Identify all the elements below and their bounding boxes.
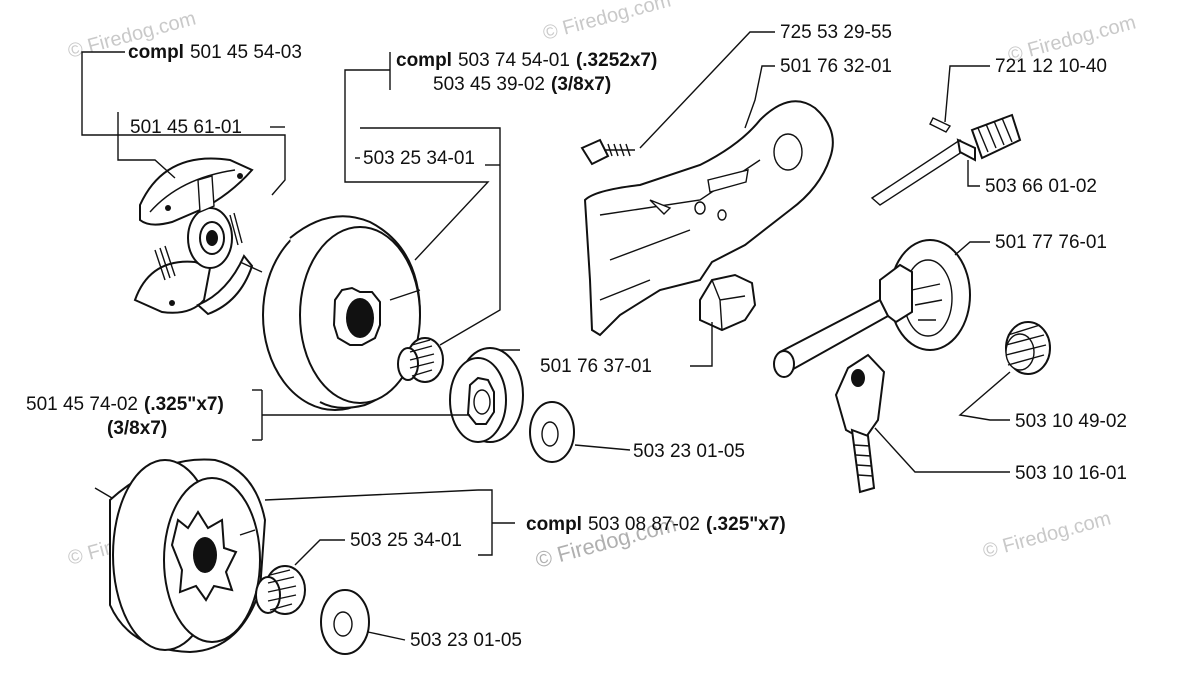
label-adjuster: 503 10 16-01 [1015,463,1127,484]
label-rim-sprocket: 501 45 74-02(.325"x7) [26,394,224,415]
label-spring: 503 10 49-02 [1015,411,1127,432]
adjuster [834,353,886,494]
leader-lines [81,31,1011,641]
rim-sprocket [449,347,524,443]
label-washer-bottom: 503 23 01-05 [410,630,522,651]
label-washer-top: 503 23 01-05 [633,441,745,462]
label-pin: 721 12 10-40 [995,56,1107,77]
guide-clip [699,273,757,332]
label-guide-clip: 501 76 37-01 [540,356,652,377]
needle-bearing-bottom [255,565,306,615]
label-needle-bearing-top: 503 25 34-01 [363,148,475,169]
watermark-top-center: © Firedog.com [541,0,674,45]
label-pump-drive: 503 66 01-02 [985,176,1097,197]
washer-bottom [320,589,370,655]
label-needle-bearing-bottom: 503 25 34-01 [350,530,462,551]
chain-guide-plate [583,100,834,337]
spring [1005,321,1051,375]
pin [929,117,952,133]
washer-top [529,401,575,463]
clutch-assembly [133,157,263,316]
pump-drive-shaft [870,113,1022,206]
screw [580,138,635,166]
label-rim-sprocket-alt: (3/8x7) [107,418,167,439]
label-clutch-shoe: 501 45 61-01 [130,117,242,138]
label-chain-guide-plate: 501 76 32-01 [780,56,892,77]
label-oil-pump: 501 77 76-01 [995,232,1107,253]
needle-bearing-top [397,337,444,383]
clutch-drum-top [262,215,422,411]
oil-pump [773,239,971,378]
watermark-bottom-right: © Firedog.com [981,508,1114,563]
label-drum-compl-alt: 503 45 39-02(3/8x7) [433,74,611,95]
clutch-drum-bottom [94,458,267,654]
label-screw: 725 53 29-55 [780,22,892,43]
